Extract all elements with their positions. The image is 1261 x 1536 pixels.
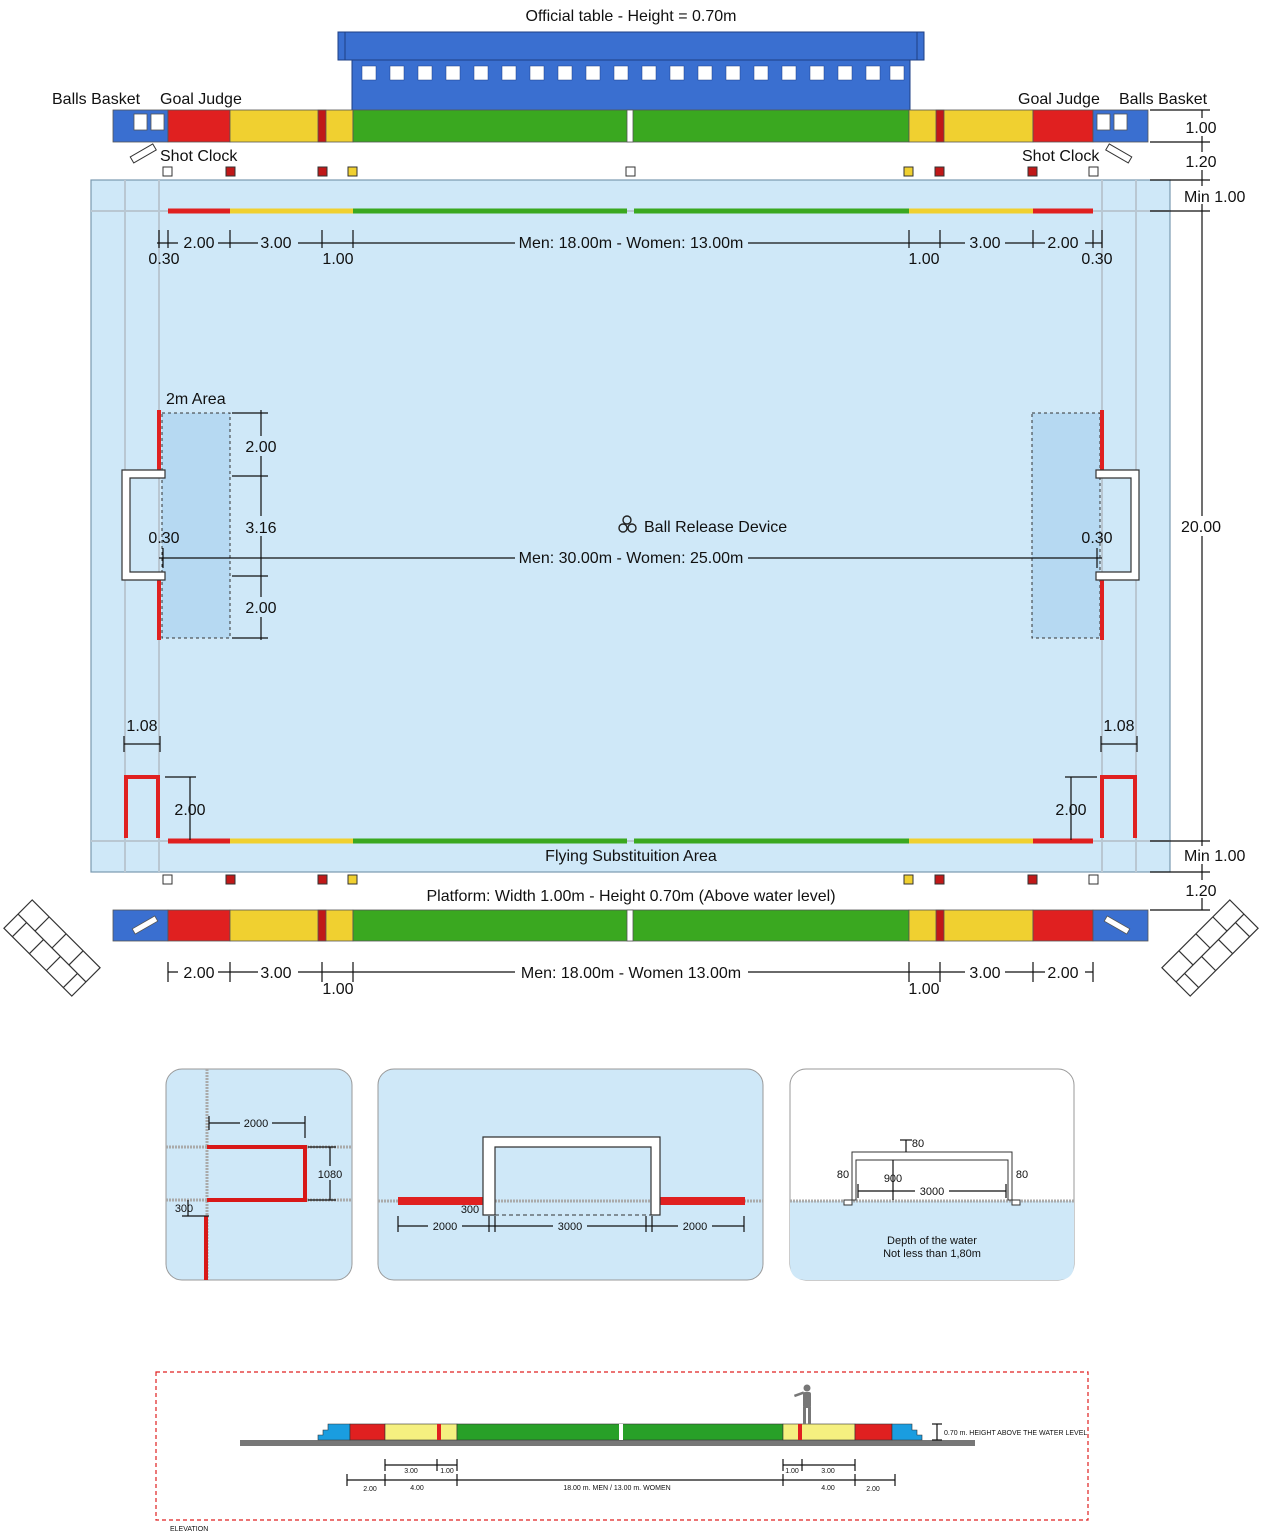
bench-right-icon	[1161, 899, 1259, 997]
dim-030-cl: 0.30	[148, 530, 179, 547]
elev-200-r: 2.00	[866, 1486, 880, 1493]
detail3-depth-2: Not less than 1,80m	[883, 1248, 981, 1260]
detail2-300: 300	[461, 1204, 479, 1216]
detail-reentry-panel	[165, 1068, 353, 1281]
dim-200-gl1: 2.00	[245, 439, 276, 456]
shot-clock-icon	[129, 143, 157, 164]
elev-span: 18.00 m. MEN / 13.00 m. WOMEN	[563, 1485, 670, 1492]
elev-100-l: 1.00	[440, 1468, 454, 1475]
official-table-label: Official table - Height = 0.70m	[526, 8, 737, 25]
bottom-markers	[162, 874, 1099, 885]
dim-120-side-top: 1.20	[1185, 154, 1216, 171]
elevation-frame	[155, 1371, 1089, 1521]
elevation-caption: ELEVATION	[170, 1526, 208, 1533]
balls-basket-right: Balls Basket	[1119, 91, 1208, 108]
bench-left-icon	[3, 899, 101, 997]
dim-men-women-top: Men: 18.00m - Women: 13.00m	[519, 235, 744, 252]
bottom-dimensions	[167, 962, 1094, 982]
detail3-depth-1: Depth of the water	[887, 1235, 977, 1247]
dim-men-women-long: Men: 30.00m - Women: 25.00m	[519, 550, 744, 567]
dim-200-tr: 2.00	[1047, 235, 1078, 252]
elev-300-r: 3.00	[821, 1468, 835, 1475]
center-long-dim	[159, 548, 1102, 568]
detail3-900: 900	[884, 1173, 902, 1185]
reentry-dims	[123, 736, 1138, 840]
detail2-2000-l: 2000	[433, 1221, 457, 1233]
bottom-platform	[112, 909, 1149, 942]
dim-100-tr: 1.00	[908, 251, 939, 268]
dim-100-br: 1.00	[908, 981, 939, 998]
dim-2000-side: 20.00	[1181, 519, 1221, 536]
detail2-3000: 3000	[558, 1221, 582, 1233]
official-table	[337, 31, 925, 113]
dim-200-bl: 2.00	[183, 965, 214, 982]
reentry-left	[124, 775, 160, 838]
elevation-drawing	[240, 1423, 975, 1446]
elev-100-r: 1.00	[785, 1468, 799, 1475]
dim-200-tl: 2.00	[183, 235, 214, 252]
detail3-80-right: 80	[1016, 1169, 1028, 1181]
dim-300-tr: 3.00	[969, 235, 1000, 252]
detail1-1080: 1080	[318, 1169, 342, 1181]
dim-men-women-bottom: Men: 18.00m - Women 13.00m	[521, 965, 741, 982]
detail-goal-panel	[377, 1068, 764, 1281]
dim-100-tl: 1.00	[322, 251, 353, 268]
right-dim-column	[1150, 109, 1210, 911]
dim-200-br: 2.00	[1047, 965, 1078, 982]
dim-300-br: 3.00	[969, 965, 1000, 982]
ball-release-label: Ball Release Device	[644, 519, 787, 536]
dim-030-tl: 0.30	[148, 251, 179, 268]
top-markers	[162, 166, 1099, 177]
shot-clock-right: Shot Clock	[1022, 148, 1100, 165]
dim-300-bl: 3.00	[260, 965, 291, 982]
dim-030-tr: 0.30	[1081, 251, 1112, 268]
dim-200-gl2: 2.00	[245, 600, 276, 617]
platform-label: Platform: Width 1.00m - Height 0.70m (Ab…	[426, 888, 835, 905]
balls-basket-left: Balls Basket	[52, 91, 141, 108]
dim-300-tl: 3.00	[260, 235, 291, 252]
elev-300-l: 3.00	[404, 1468, 418, 1475]
flying-sub-label: Flying Substituition Area	[545, 848, 717, 865]
dim-108-r: 1.08	[1103, 718, 1134, 735]
top-platform	[112, 109, 1149, 143]
left-goal	[121, 410, 231, 640]
dim-200-rr: 2.00	[1055, 802, 1086, 819]
dim-316-gl: 3.16	[245, 520, 276, 537]
elev-400-r: 4.00	[821, 1485, 835, 1492]
dim-120-side-bottom: 1.20	[1185, 883, 1216, 900]
detail3-80-top: 80	[912, 1138, 924, 1150]
person-icon	[793, 1384, 811, 1424]
detail-depth-panel	[789, 1068, 1075, 1281]
detail1-2000: 2000	[244, 1118, 268, 1130]
dim-030-cr: 0.30	[1081, 530, 1112, 547]
shot-clock-icon	[1105, 143, 1133, 164]
dim-min100-top: Min 1.00	[1184, 189, 1245, 206]
detail3-80-left: 80	[837, 1169, 849, 1181]
goal-judge-right: Goal Judge	[1018, 91, 1100, 108]
elev-height-note: 0.70 m. HEIGHT ABOVE THE WATER LEVEL	[944, 1430, 1087, 1437]
dim-min100-bottom: Min 1.00	[1184, 848, 1245, 865]
detail3-3000: 3000	[920, 1186, 944, 1198]
elevation-dims	[346, 1423, 942, 1486]
ball-release-icon	[618, 515, 637, 533]
dim-100-side: 1.00	[1185, 120, 1216, 137]
elev-200-l: 2.00	[363, 1486, 377, 1493]
detail2-2000-r: 2000	[683, 1221, 707, 1233]
dim-200-rl: 2.00	[174, 802, 205, 819]
dim-108-l: 1.08	[126, 718, 157, 735]
dim-100-bl: 1.00	[322, 981, 353, 998]
goal-judge-left: Goal Judge	[160, 91, 242, 108]
shot-clock-left: Shot Clock	[160, 148, 238, 165]
right-goal	[1031, 410, 1140, 640]
reentry-right	[1100, 775, 1137, 838]
elev-400-l: 4.00	[410, 1485, 424, 1492]
detail1-300: 300	[175, 1203, 193, 1215]
two-m-area-label: 2m Area	[166, 391, 226, 408]
